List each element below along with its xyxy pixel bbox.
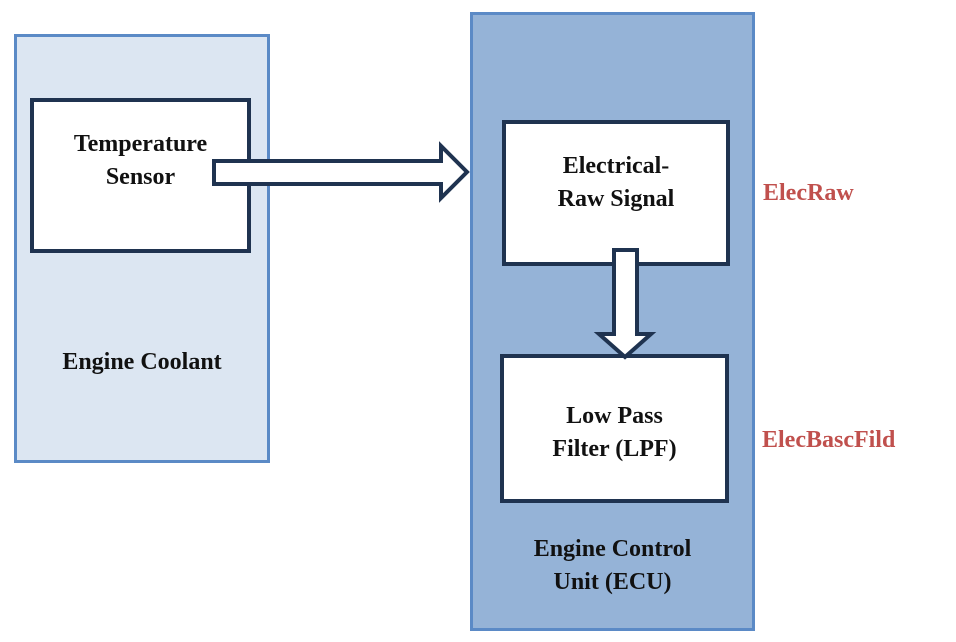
low-pass-filter-line1: Low Pass — [566, 403, 663, 429]
ecu-label-line1: Engine Control — [533, 536, 692, 562]
low-pass-filter-block: Low Pass Filter (LPF) — [500, 354, 729, 503]
ecu-label-line2: Unit (ECU) — [553, 569, 672, 595]
elecraw-signal-label: ElecRaw — [763, 180, 854, 206]
ecu-label: Engine Control Unit (ECU) — [470, 533, 755, 599]
electrical-raw-signal-line1: Electrical- — [562, 153, 670, 179]
electrical-raw-signal-label: Electrical- Raw Signal — [558, 150, 675, 216]
temperature-sensor-label: Temperature Sensor — [74, 128, 207, 194]
sensor-to-ecu-arrow — [212, 141, 470, 203]
raw-to-lpf-arrow — [593, 248, 657, 360]
low-pass-filter-line2: Filter (LPF) — [552, 436, 677, 462]
engine-coolant-label: Engine Coolant — [62, 349, 222, 375]
electrical-raw-signal-line2: Raw Signal — [557, 186, 675, 212]
low-pass-filter-label: Low Pass Filter (LPF) — [552, 400, 676, 466]
temperature-sensor-line1: Temperature — [73, 131, 208, 157]
temperature-sensor-line2: Sensor — [105, 164, 176, 190]
elecbascfild-signal-label: ElecBascFild — [762, 427, 896, 453]
